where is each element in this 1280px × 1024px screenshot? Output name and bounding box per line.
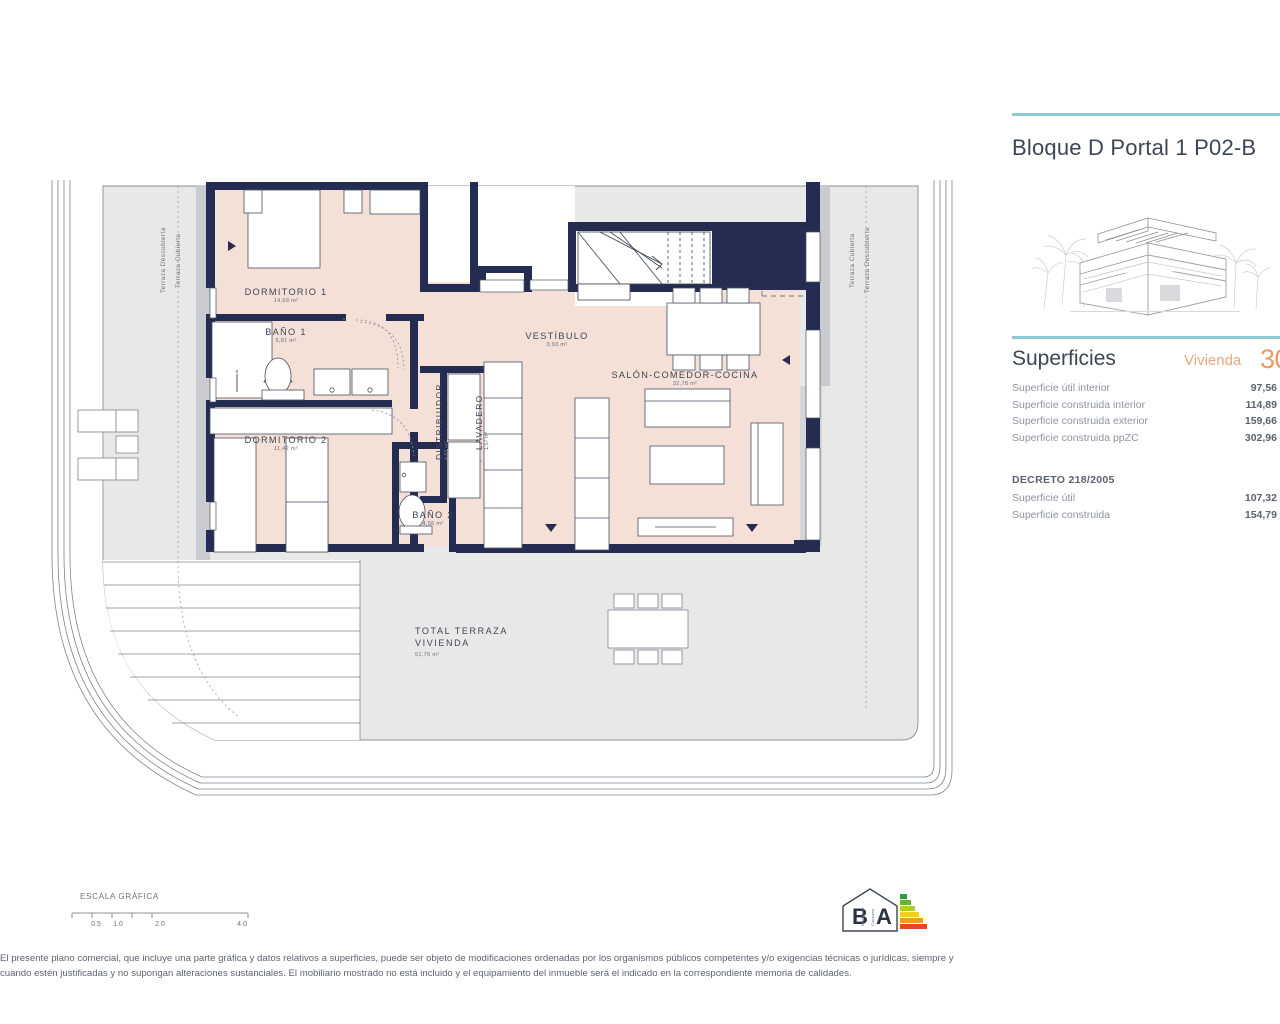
view-direction-markers (228, 241, 790, 532)
sf-label: Superficie construida (1012, 508, 1111, 521)
terraza-label-right-2: Terraza Descubierta (864, 227, 871, 293)
furniture-bedroom1 (243, 189, 421, 269)
furniture-bedroom2 (209, 407, 393, 553)
furniture-dining (666, 287, 761, 371)
table-row: Superficie útil interior 97,56 m (1012, 382, 1280, 399)
info-panel: Bloque D Portal 1 P02-B (1000, 0, 1280, 1024)
terrace-furniture-left (77, 409, 139, 481)
kitchen-units (483, 361, 610, 551)
svg-text:2.0: 2.0 (155, 921, 165, 928)
sf-value: 97,56 (1250, 382, 1277, 394)
panel-divider-mid (1012, 336, 1280, 339)
superficies-title: Superficies (1012, 347, 1116, 370)
table-row: Superficie construida 154,79 m (1012, 509, 1280, 526)
terrace-steps (103, 560, 361, 740)
decreto-heading: DECRETO 218/2005 (1012, 474, 1115, 486)
svg-text:Consumo: Consumo (870, 908, 875, 926)
sf-label: Superficie útil interior (1012, 382, 1111, 394)
building-render-illustration (1031, 217, 1270, 316)
svg-text:4.0: 4.0 (237, 921, 247, 928)
legal-disclaimer: El presente plano comercial, que incluye… (0, 953, 954, 979)
walls (206, 182, 820, 553)
vivienda-label: Vivienda (1184, 352, 1242, 369)
superficies-table: Superficie útil interior 97,56 m Superfi… (1012, 382, 1280, 448)
door-swing-bedroom1 (343, 316, 399, 369)
floor-plan-drawing: DORMITORIO 1 14,68 m² BAÑO 1 5,81 m² DOR… (0, 170, 960, 870)
sf-value: 107,32 (1244, 492, 1277, 504)
sf-label: Superficie construida exterior (1012, 415, 1148, 427)
table-row: Superficie construida ppZC 302,96 m (1012, 432, 1280, 449)
site-boundary-curves (51, 180, 953, 796)
sf-label: Superficie útil (1012, 492, 1076, 504)
sf-value: 302,96 (1244, 431, 1277, 444)
total-terraza-label: TOTAL TERRAZA VIVIENDA 51,76 m² (415, 626, 508, 658)
furniture-lavadero (447, 373, 481, 499)
table-row: Superficie útil 107,32 m (1012, 492, 1280, 509)
door-swing-bath1 (359, 321, 405, 371)
sf-label: Superficie construida interior (1012, 398, 1146, 411)
furniture-bath1 (211, 321, 389, 401)
superficies-heading-row: Superficies Vivienda 30 (1012, 344, 1280, 375)
room-label-distribuidor: DISTRIBUIDOR 4,83 m² (434, 383, 450, 460)
terrace-dining-set (607, 593, 689, 665)
floor-plan-svg (51, 180, 953, 796)
staircase (577, 231, 711, 301)
ceiling-dashed-line (761, 290, 806, 297)
vivienda-number: 30 (1260, 344, 1280, 374)
terraza-label-left-2: Terraza Cubierta (175, 233, 182, 288)
table-row: Superficie construida exterior 159,66 m (1012, 415, 1280, 432)
svg-text:Emisiones: Emisiones (860, 908, 865, 926)
sf-label: Superficie construida ppZC (1012, 431, 1139, 444)
page-title: Bloque D Portal 1 P02-B (1012, 135, 1257, 160)
furniture-living (637, 388, 784, 537)
terraza-label-right-1: Terraza Cubierta (849, 233, 856, 288)
scale-bar: 0.5 1.0 2.0 4.0 (71, 912, 249, 928)
energy-bars (900, 894, 927, 929)
sf-value: 154,79 (1244, 508, 1277, 521)
table-row: Superficie construida interior 114,89 m (1012, 399, 1280, 416)
svg-text:B: B (852, 904, 868, 929)
svg-text:0.5: 0.5 (91, 921, 101, 928)
terraza-label-left-1: Terraza Descubierta (160, 227, 167, 293)
door-swing-bedroom2 (371, 409, 415, 457)
openings (209, 231, 821, 541)
room-label-lavadero: LAVADERO 1,57 m² (474, 394, 490, 450)
sf-value: 159,66 (1244, 415, 1277, 427)
svg-text:A: A (876, 904, 892, 929)
svg-text:1.0: 1.0 (113, 921, 123, 928)
decreto-table: Superficie útil 107,32 m Superficie cons… (1012, 492, 1280, 525)
sf-value: 114,89 (1245, 398, 1277, 411)
furniture-bath2 (398, 461, 433, 535)
scale-title: ESCALA GRÁFICA (80, 892, 159, 901)
panel-divider-top (1012, 113, 1280, 116)
energy-rating-badge-icon: B A Emisiones Consumo (842, 888, 927, 932)
